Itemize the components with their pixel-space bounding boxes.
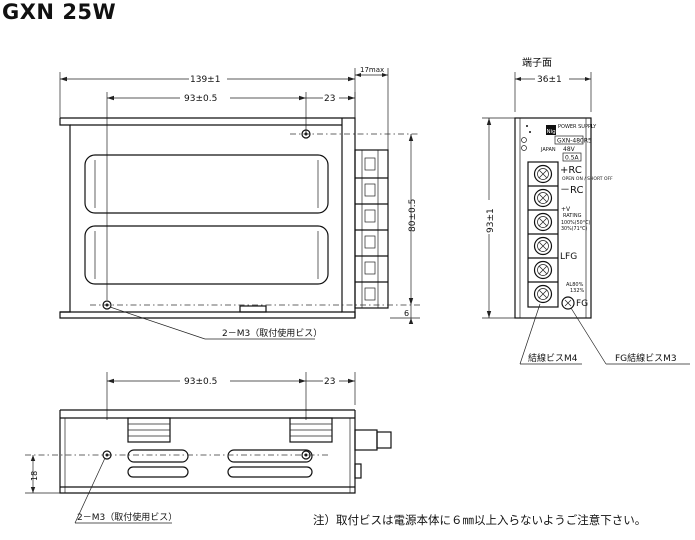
dim-hole-pitch: 93±0.5 [184, 94, 217, 104]
dim-depth: 93±1 [486, 208, 496, 233]
terminal-screw [533, 284, 553, 304]
callout-fg-screw: FG結線ビスM3 [615, 352, 677, 364]
top-slot-upper [84, 154, 329, 214]
note: 注）取付ビスは電源本体に６㎜以上入らないようご注意下さい。 [313, 513, 646, 527]
terminal-screw [533, 212, 553, 232]
voltage-label: 48V [563, 146, 576, 153]
dim-side-height: 18 [30, 471, 39, 481]
side-slot [227, 466, 313, 478]
dim-height: 80±0.5 [408, 199, 418, 232]
label-fg: FG [576, 299, 588, 309]
brand-logo: Nigen [547, 129, 564, 135]
dim-bottom-hole-offset: 23 [324, 377, 335, 387]
dim-protrusion: 17max [360, 66, 384, 74]
label-rc-small: OPEN ON / SHORT OFF [562, 176, 613, 182]
side-louver-left [127, 417, 171, 443]
top-slot-lower [84, 225, 329, 285]
label-fg-alarm-2: 132% [570, 288, 585, 294]
side-slot [127, 466, 189, 478]
page-title: GXN 25W [2, 0, 117, 24]
terminal-face-view: 端子面 36±1 93±1 Nigen POWER SUPPLY GXN-480… [482, 56, 690, 365]
top-view: 139±1 17max 93±0.5 23 [59, 66, 420, 340]
label-rc-minus: －RC [560, 185, 583, 196]
side-slot [227, 449, 313, 463]
side-connector [354, 429, 378, 451]
callout-terminal-screw: 結線ビスM4 [528, 352, 578, 364]
current-label: 0.5A [565, 155, 580, 162]
label-rating-1: 100%(50°C) [561, 220, 590, 226]
label-rc-plus: +RC [560, 165, 582, 176]
label-fg-alarm-1: AL80% [566, 282, 584, 288]
side-louver-right [289, 417, 333, 443]
terminal-screw [533, 236, 553, 256]
top-terminal-block [354, 149, 389, 309]
dim-width: 36±1 [537, 75, 562, 85]
fg-screw [561, 296, 575, 310]
dim-bottom-hole-pitch: 93±0.5 [184, 377, 217, 387]
label-rating: RATING [563, 213, 582, 219]
dim-hole-offset: 23 [324, 94, 335, 104]
model-label: GXN-480R5 [557, 138, 592, 145]
label-lfg: LFG [560, 252, 577, 262]
label-rating-2: 30%(71°C) [561, 226, 587, 232]
terminal-screw [533, 188, 553, 208]
top-foot [239, 305, 267, 313]
terminal-screw [533, 164, 553, 184]
terminal-screw [533, 260, 553, 280]
dim-length: 139±1 [190, 75, 220, 85]
dim-bottom-offset: 6 [404, 309, 409, 318]
origin-label: JAPAN [540, 147, 556, 153]
callout-mount-top: 2－M3（取付使用ビス） [222, 327, 322, 339]
terminal-face-title: 端子面 [522, 56, 552, 69]
product-label: POWER SUPPLY [558, 124, 597, 130]
side-view: 93±0.5 23 [25, 372, 392, 524]
side-slot [127, 449, 189, 463]
callout-mount-bottom: 2－M3（取付使用ビス） [77, 511, 177, 523]
label-rating-v: +V [561, 206, 571, 213]
